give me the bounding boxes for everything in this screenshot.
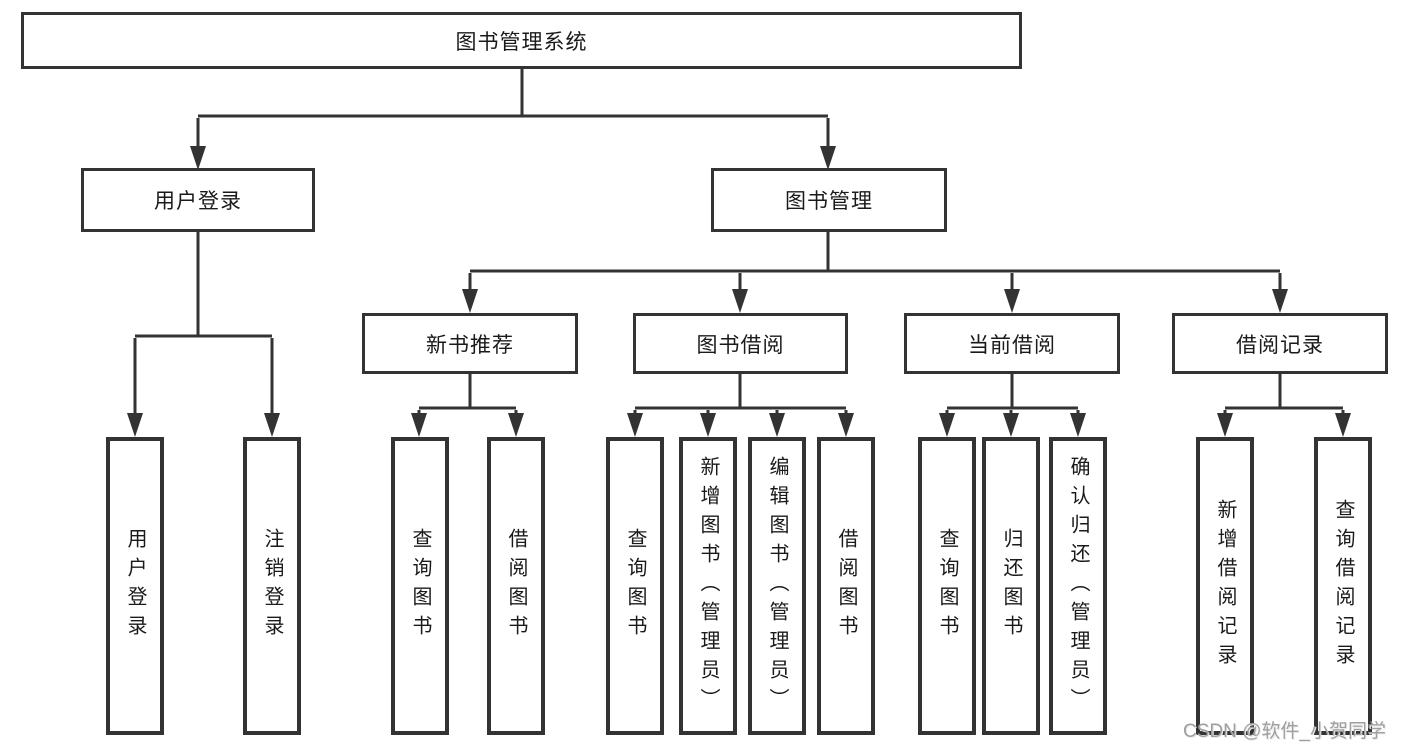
leaf-br-add-record: 新增借阅记录 — [1196, 437, 1254, 735]
node-new-book-recommend: 新书推荐 — [362, 313, 578, 374]
csdn-watermark: CSDN @软件_小贺同学 — [1183, 721, 1386, 742]
leaf-cb-confirm-return-label: 确认归还（管理员） — [1067, 455, 1089, 717]
leaf-br-query-record-label: 查询借阅记录 — [1332, 499, 1354, 673]
leaf-cb-query-books-label: 查询图书 — [936, 528, 958, 644]
node-current-borrowing-label: 当前借阅 — [968, 333, 1056, 357]
leaf-cb-confirm-return: 确认归还（管理员） — [1049, 437, 1107, 735]
leaf-bb-edit-books: 编辑图书（管理员） — [748, 437, 806, 735]
leaf-bb-borrow-books-label: 借阅图书 — [835, 528, 857, 644]
leaf-bb-edit-books-label: 编辑图书（管理员） — [766, 455, 788, 717]
node-book-borrowing: 图书借阅 — [633, 313, 848, 374]
node-book-borrowing-label: 图书借阅 — [696, 333, 785, 357]
leaf-nb-query-books: 查询图书 — [391, 437, 449, 735]
arrowheads — [127, 146, 1351, 437]
leaf-br-add-record-label: 新增借阅记录 — [1214, 499, 1236, 673]
leaf-bb-add-books-label: 新增图书（管理员） — [697, 455, 719, 717]
node-borrow-records-label: 借阅记录 — [1236, 333, 1324, 357]
node-book-management: 图书管理 — [711, 168, 947, 232]
leaf-cb-return-books-label: 归还图书 — [1000, 528, 1022, 644]
node-borrow-records: 借阅记录 — [1172, 313, 1388, 374]
node-current-borrowing: 当前借阅 — [904, 313, 1120, 374]
leaf-logout: 注销登录 — [243, 437, 301, 735]
leaf-logout-label: 注销登录 — [261, 528, 283, 644]
node-user-login: 用户登录 — [81, 168, 315, 232]
node-new-book-recommend-label: 新书推荐 — [426, 333, 514, 357]
leaf-bb-query-books-label: 查询图书 — [624, 528, 646, 644]
leaf-bb-query-books: 查询图书 — [606, 437, 664, 735]
leaf-cb-query-books: 查询图书 — [918, 437, 976, 735]
leaf-bb-borrow-books: 借阅图书 — [817, 437, 875, 735]
node-root: 图书管理系统 — [21, 12, 1022, 69]
node-user-login-label: 用户登录 — [154, 190, 242, 213]
node-root-label: 图书管理系统 — [455, 30, 588, 54]
leaf-nb-borrow-books: 借阅图书 — [487, 437, 545, 735]
leaf-nb-query-books-label: 查询图书 — [409, 528, 431, 644]
leaf-bb-add-books: 新增图书（管理员） — [679, 437, 737, 735]
leaf-cb-return-books: 归还图书 — [982, 437, 1040, 735]
leaf-br-query-record: 查询借阅记录 — [1314, 437, 1372, 735]
leaf-nb-borrow-books-label: 借阅图书 — [505, 528, 527, 644]
leaf-user-login-label: 用户登录 — [124, 528, 146, 644]
node-book-management-label: 图书管理 — [785, 190, 873, 213]
leaf-user-login: 用户登录 — [106, 437, 164, 735]
